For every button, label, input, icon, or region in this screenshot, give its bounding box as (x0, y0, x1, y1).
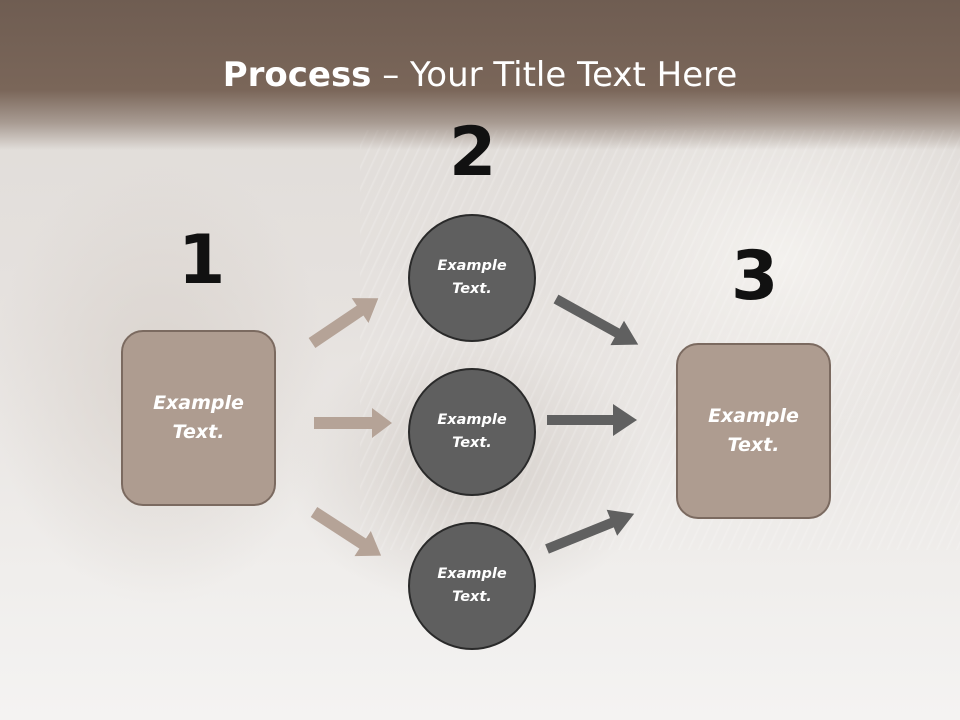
step-number-1: 1 (178, 221, 226, 300)
right-arrow-group (545, 294, 639, 554)
title-rest: – Your Title Text Here (371, 55, 738, 95)
right-box: Example Text. (676, 343, 831, 519)
title-bold: Process (222, 55, 372, 95)
slide-title: Process – Your Title Text Here (0, 54, 960, 96)
left-box-text: Example Text. (153, 392, 244, 443)
circle-top: Example Text. (408, 214, 536, 342)
arrow-down-right-right (553, 294, 639, 346)
circle-middle-text: Example Text. (437, 412, 507, 451)
right-box-text: Example Text. (708, 405, 799, 456)
left-arrow-group (308, 298, 392, 557)
step-number-2: 2 (449, 113, 497, 192)
circle-bottom-text: Example Text. (437, 566, 507, 605)
arrow-up-right-right (545, 509, 635, 554)
step-number-3: 3 (731, 237, 779, 316)
circle-bottom: Example Text. (408, 522, 536, 650)
arrow-right-left (314, 408, 392, 438)
arrow-up-right-left (308, 298, 379, 348)
arrow-right-right (547, 404, 637, 436)
arrow-down-right-left (310, 506, 382, 557)
circle-top-text: Example Text. (437, 258, 507, 297)
left-box: Example Text. (121, 330, 276, 506)
title-banner (0, 0, 960, 150)
circle-middle: Example Text. (408, 368, 536, 496)
